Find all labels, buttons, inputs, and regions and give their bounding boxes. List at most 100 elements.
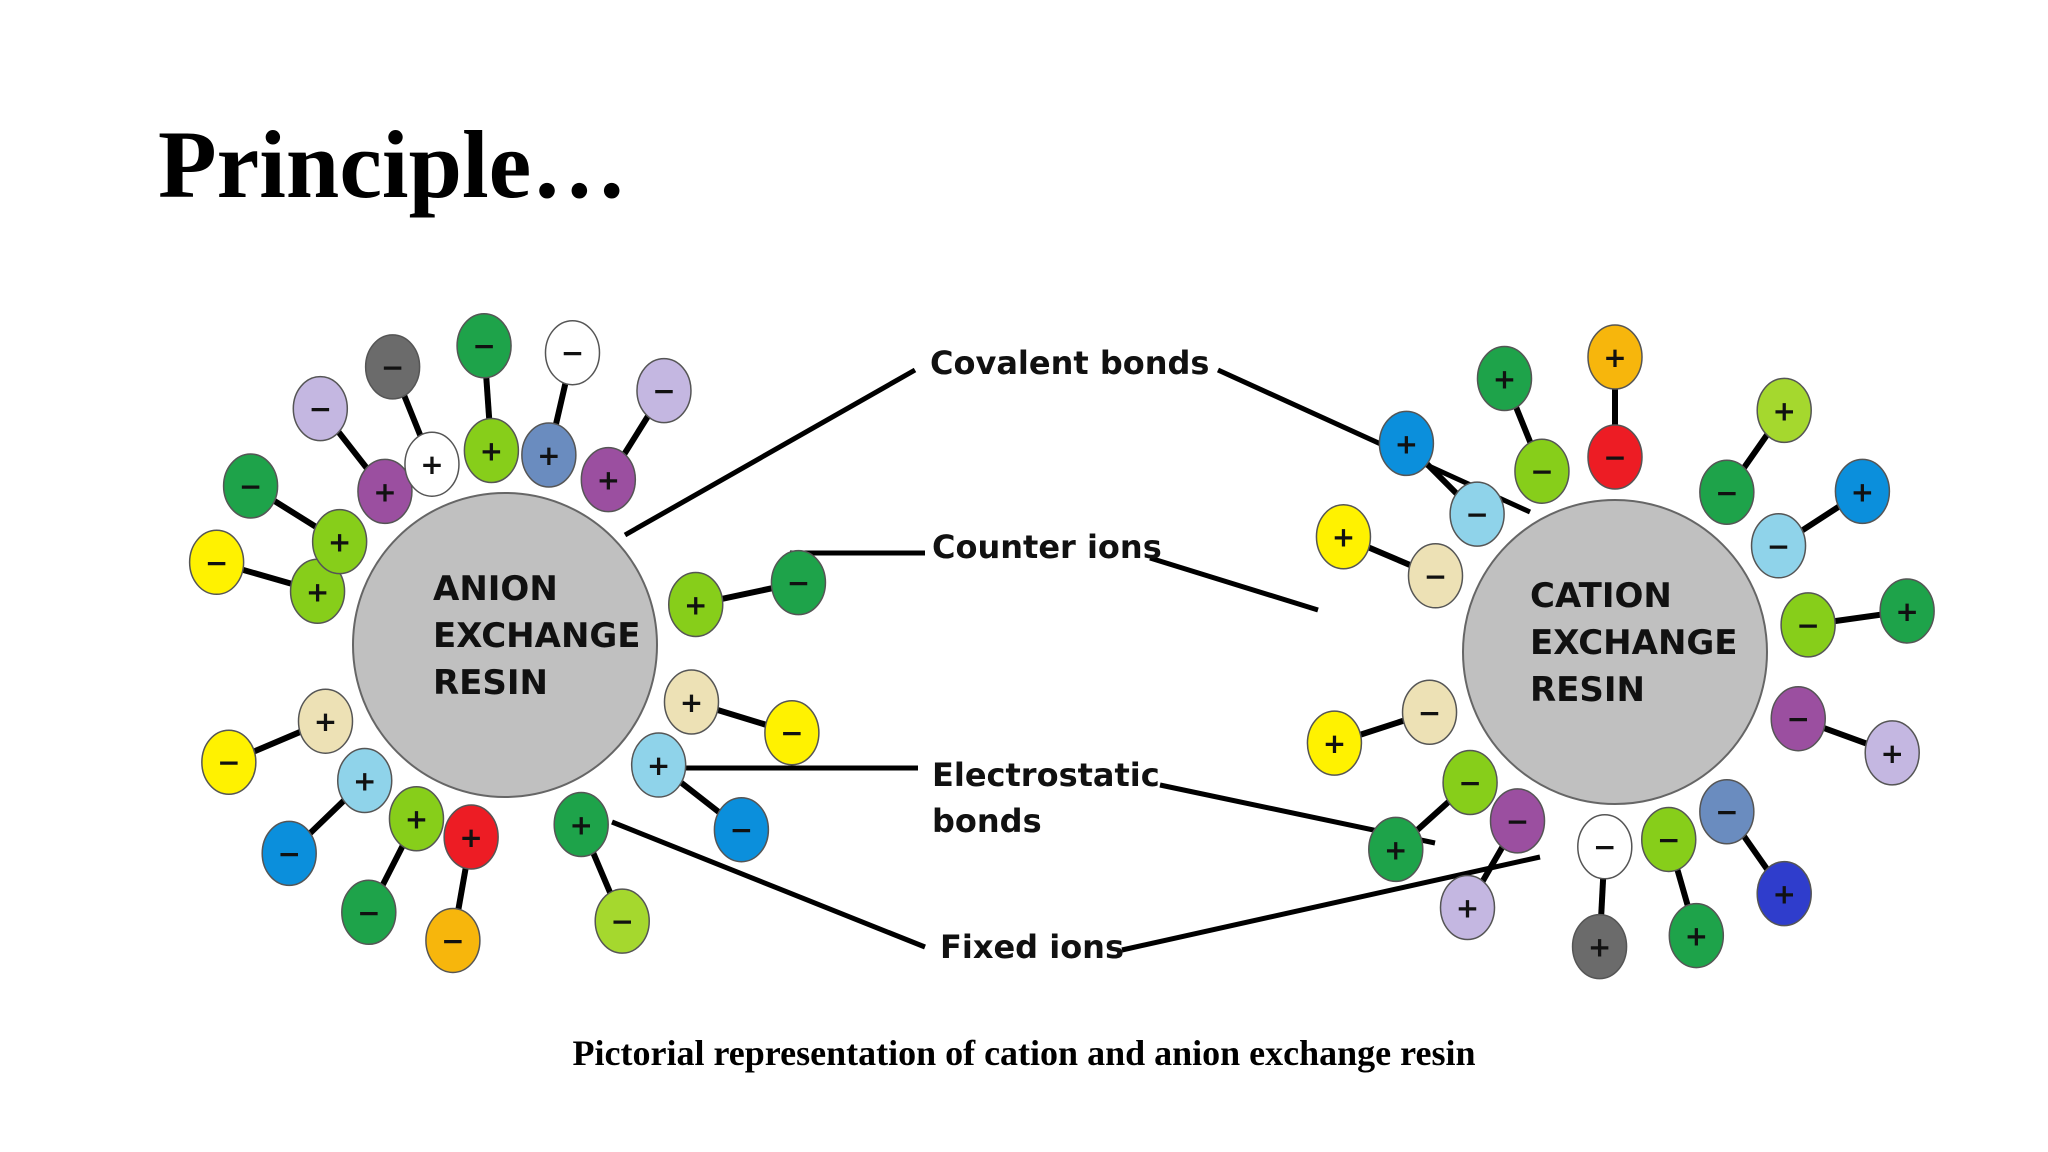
anion-fixed-ion-sign-3: + [420, 448, 443, 481]
cation-counter-ion-sign-11: + [1493, 362, 1516, 395]
anion-counter-ion-sign-1: − [239, 470, 262, 503]
cation-fixed-ion-sign-3: − [1593, 831, 1616, 864]
cation-counter-ion-sign-1: + [1384, 833, 1407, 866]
anion-fixed-ion-3 [404, 431, 460, 497]
cation-fixed-ion-sign-9: − [1715, 476, 1738, 509]
cation-fixed-ion-9 [1699, 459, 1755, 526]
fixed-ions-line-right [1121, 854, 1541, 953]
anion-fixed-ion-sign-8: + [680, 686, 703, 719]
anion-fixed-ion-8 [663, 669, 720, 735]
anion-counter-ion-8 [764, 699, 820, 766]
figure-caption: Pictorial representation of cation and a… [572, 1033, 1476, 1073]
anion-fixed-ion-sign-2: + [373, 475, 396, 508]
fixed-ions-label: Fixed ions [940, 928, 1124, 966]
cation-counter-ion-12 [1378, 410, 1435, 477]
cation-counter-ion-sign-7: + [1895, 595, 1918, 628]
cation-fixed-ion-sign-10: − [1603, 441, 1626, 474]
cation-fixed-ion-0 [1401, 679, 1458, 746]
cation-resin-label-line-3: RESIN [1530, 670, 1645, 710]
anion-counter-ion-sign-14: − [217, 746, 240, 779]
cation-fixed-ion-sign-11: − [1530, 455, 1553, 488]
anion-fixed-ion-13 [336, 747, 393, 814]
anion-fixed-ion-9 [630, 732, 687, 798]
cation-resin-label-line-1: CATION [1530, 576, 1672, 616]
cation-fixed-ion-sign-13: − [1424, 560, 1447, 593]
cation-counter-ion-1 [1368, 816, 1424, 883]
anion-counter-ion-4 [456, 312, 512, 379]
anion-resin-label-line-1: ANION [433, 569, 558, 609]
anion-fixed-ion-sign-6: + [597, 464, 620, 497]
cation-ion-pairs: −+−+−+−+−+−+−+−+−+−+−+−+−+−+ [1306, 324, 1935, 980]
anion-fixed-ion-10 [553, 791, 609, 858]
anion-fixed-ion-5 [521, 422, 577, 488]
anion-fixed-ion-11 [443, 804, 499, 870]
anion-fixed-ion-sign-9: + [647, 749, 670, 782]
anion-counter-ion-sign-0: − [205, 546, 228, 579]
anion-fixed-ion-sign-14: + [314, 705, 337, 738]
cation-fixed-ion-5 [1699, 778, 1755, 845]
anion-fixed-ion-6 [580, 446, 637, 513]
anion-counter-ion-0 [188, 529, 245, 596]
cation-fixed-ion-2 [1489, 788, 1546, 854]
anion-counter-ion-13 [261, 820, 317, 887]
counter-ions-line-right [1149, 555, 1319, 613]
cation-fixed-ion-sign-8: − [1767, 530, 1790, 563]
anion-counter-ion-sign-9: − [730, 814, 753, 847]
cation-counter-ion-13 [1315, 503, 1372, 570]
anion-counter-ion-sign-12: − [357, 896, 380, 929]
anion-fixed-ion-sign-11: + [459, 821, 482, 854]
cation-fixed-ion-7 [1780, 592, 1836, 658]
anion-counter-ion-sign-5: − [561, 337, 584, 370]
anion-counter-ion-12 [341, 879, 397, 946]
cation-fixed-ion-sign-12: − [1465, 498, 1488, 531]
anion-counter-ion-sign-8: − [780, 717, 803, 750]
anion-counter-ion-2 [292, 375, 349, 442]
cation-counter-ion-0 [1306, 710, 1363, 776]
cation-fixed-ion-sign-1: − [1458, 766, 1481, 799]
cation-counter-ion-sign-13: + [1332, 521, 1355, 554]
anion-counter-ion-3 [364, 334, 421, 400]
anion-counter-ion-7 [770, 549, 827, 616]
cation-counter-ion-sign-5: + [1772, 878, 1795, 911]
cation-fixed-ion-sign-7: − [1796, 609, 1819, 642]
anion-fixed-ion-sign-7: + [684, 588, 707, 621]
cation-fixed-ion-3 [1577, 813, 1633, 880]
anion-fixed-ion-sign-1: + [328, 526, 351, 559]
anion-ion-pairs: +−+−+−+−+−+−+−+−+−+−+−+−+−+−+− [188, 312, 827, 974]
anion-counter-ion-sign-11: − [441, 924, 464, 957]
anion-counter-ion-10 [594, 888, 650, 954]
cation-fixed-ion-8 [1750, 513, 1807, 579]
anion-fixed-ion-sign-0: + [306, 575, 329, 608]
covalent-bonds-label: Covalent bonds [930, 344, 1209, 382]
cation-fixed-ion-12 [1449, 481, 1505, 547]
anion-fixed-ion-sign-5: + [537, 439, 560, 472]
anion-fixed-ion-7 [667, 571, 724, 638]
cation-fixed-ion-sign-2: − [1506, 805, 1529, 838]
anion-counter-ion-sign-2: − [309, 393, 332, 426]
cation-resin-bead [1462, 499, 1768, 805]
cation-counter-ion-3 [1571, 913, 1628, 980]
cation-fixed-ion-4 [1640, 806, 1697, 873]
anion-counter-ion-sign-7: − [787, 567, 810, 600]
cation-counter-ion-sign-0: + [1323, 727, 1346, 760]
anion-counter-ion-11 [425, 907, 481, 974]
cation-counter-ion-2 [1439, 874, 1496, 941]
cation-counter-ion-4 [1668, 902, 1725, 969]
cation-counter-ion-sign-8: + [1851, 475, 1874, 508]
cation-counter-ion-sign-3: + [1588, 931, 1611, 964]
cation-fixed-ion-11 [1514, 438, 1570, 504]
cation-counter-ion-sign-4: + [1685, 920, 1708, 953]
cation-counter-ion-sign-12: + [1395, 427, 1418, 460]
electrostatic-bonds-label-line-2: bonds [932, 802, 1042, 840]
cation-fixed-ion-sign-4: − [1657, 823, 1680, 856]
cation-counter-ion-sign-6: + [1880, 737, 1903, 770]
anion-counter-ion-sign-3: − [381, 351, 404, 384]
anion-resin-bead [352, 492, 658, 798]
electrostatic-bonds-label-line-1: Electrostatic [932, 756, 1160, 794]
anion-resin-label-line-3: RESIN [433, 663, 548, 703]
cation-counter-ion-9 [1756, 377, 1812, 444]
counter-ions-label: Counter ions [932, 528, 1162, 566]
anion-counter-ion-sign-13: − [277, 837, 300, 870]
anion-counter-ion-5 [544, 319, 601, 386]
